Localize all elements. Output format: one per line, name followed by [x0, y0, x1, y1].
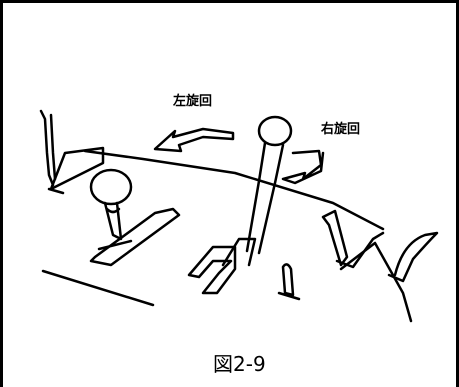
small-knob: [281, 263, 295, 297]
left-lever-knob: [89, 168, 133, 206]
center-lever-gate: [187, 245, 237, 295]
left-rotation-label: 左旋回: [173, 93, 212, 109]
left-rod: [39, 109, 55, 187]
center-lever-stem-right: [257, 143, 285, 255]
left-lever-gate: [89, 207, 181, 267]
console-surface-edge: [83, 149, 385, 231]
center-lever-gate-slot: [221, 237, 257, 267]
left-rod-side: [49, 113, 57, 181]
floor-line-2: [339, 241, 413, 323]
console-front-edge: [47, 187, 65, 195]
control-levers-illustration: 左旋回 右旋回 図2-9: [39, 93, 439, 376]
center-lever-stem-left: [245, 141, 267, 253]
small-knob-base: [277, 291, 301, 301]
right-rotation-arrow: [281, 149, 325, 185]
console-top-edge: [49, 146, 105, 191]
figure-caption: 図2-9: [213, 352, 266, 376]
right-rotation-label: 右旋回: [320, 121, 360, 137]
center-lever-knob: [257, 115, 293, 147]
right-lever-base: [335, 231, 385, 269]
floor-line-1: [41, 269, 155, 307]
left-lever-stem: [103, 201, 123, 241]
right-lever-handle: [321, 209, 349, 267]
right-curved-grip: [387, 231, 439, 283]
left-rotation-arrow: [153, 127, 235, 153]
left-lever-collar: [105, 207, 121, 214]
left-lever-base: [97, 239, 133, 251]
